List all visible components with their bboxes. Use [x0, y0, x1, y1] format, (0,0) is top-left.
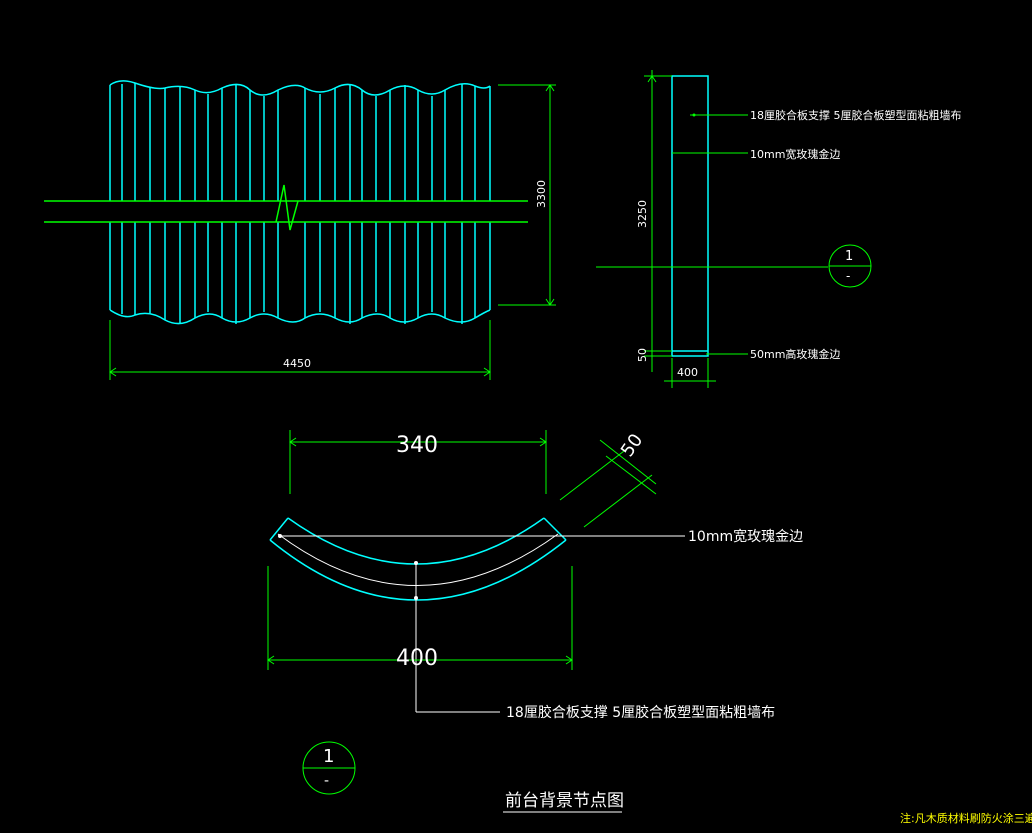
break-band [44, 201, 528, 222]
panel-bottom-wave [109, 309, 491, 325]
section-inner-arc [287, 517, 545, 565]
break-zigzag [275, 184, 299, 231]
curved-section [267, 430, 685, 795]
side-mark-sub: - [846, 269, 850, 283]
section-bottom-dim: 400 [396, 646, 438, 671]
front-view-panel [44, 80, 528, 325]
side-panel-rect [671, 75, 709, 357]
front-height-dim: 3300 [535, 180, 548, 208]
fireproof-note: 注:凡木质材料刷防火涂三遍露这 [900, 811, 1032, 825]
side-width-dim: 400 [677, 366, 698, 379]
side-dimensions [596, 70, 872, 388]
section-mark-num: 1 [323, 746, 334, 767]
front-width-dim: 4450 [283, 357, 311, 370]
section-outer-arc [269, 539, 567, 601]
side-view [596, 70, 872, 388]
side-label-top: 18厘胶合板支撑 5厘胶合板塑型面粘粗墙布 [750, 108, 962, 122]
side-mark-num: 1 [845, 249, 853, 264]
side-bottom-dim: 50 [636, 348, 649, 362]
side-label-bottom: 50mm高玫瑰金边 [750, 347, 840, 361]
section-dimensions [267, 430, 657, 795]
section-mark-sub: - [324, 773, 329, 789]
section-label-body: 18厘胶合板支撑 5厘胶合板塑型面粘粗墙布 [506, 704, 775, 721]
section-top-dim: 340 [396, 433, 438, 458]
drawing-title: 前台背景节点图 [505, 791, 624, 811]
side-label-mid: 10mm宽玫瑰金边 [750, 147, 840, 161]
front-dimensions [109, 84, 556, 380]
panel-top-wave [109, 80, 491, 96]
section-label-edge: 10mm宽玫瑰金边 [688, 528, 803, 545]
side-height-dim: 3250 [636, 200, 649, 228]
